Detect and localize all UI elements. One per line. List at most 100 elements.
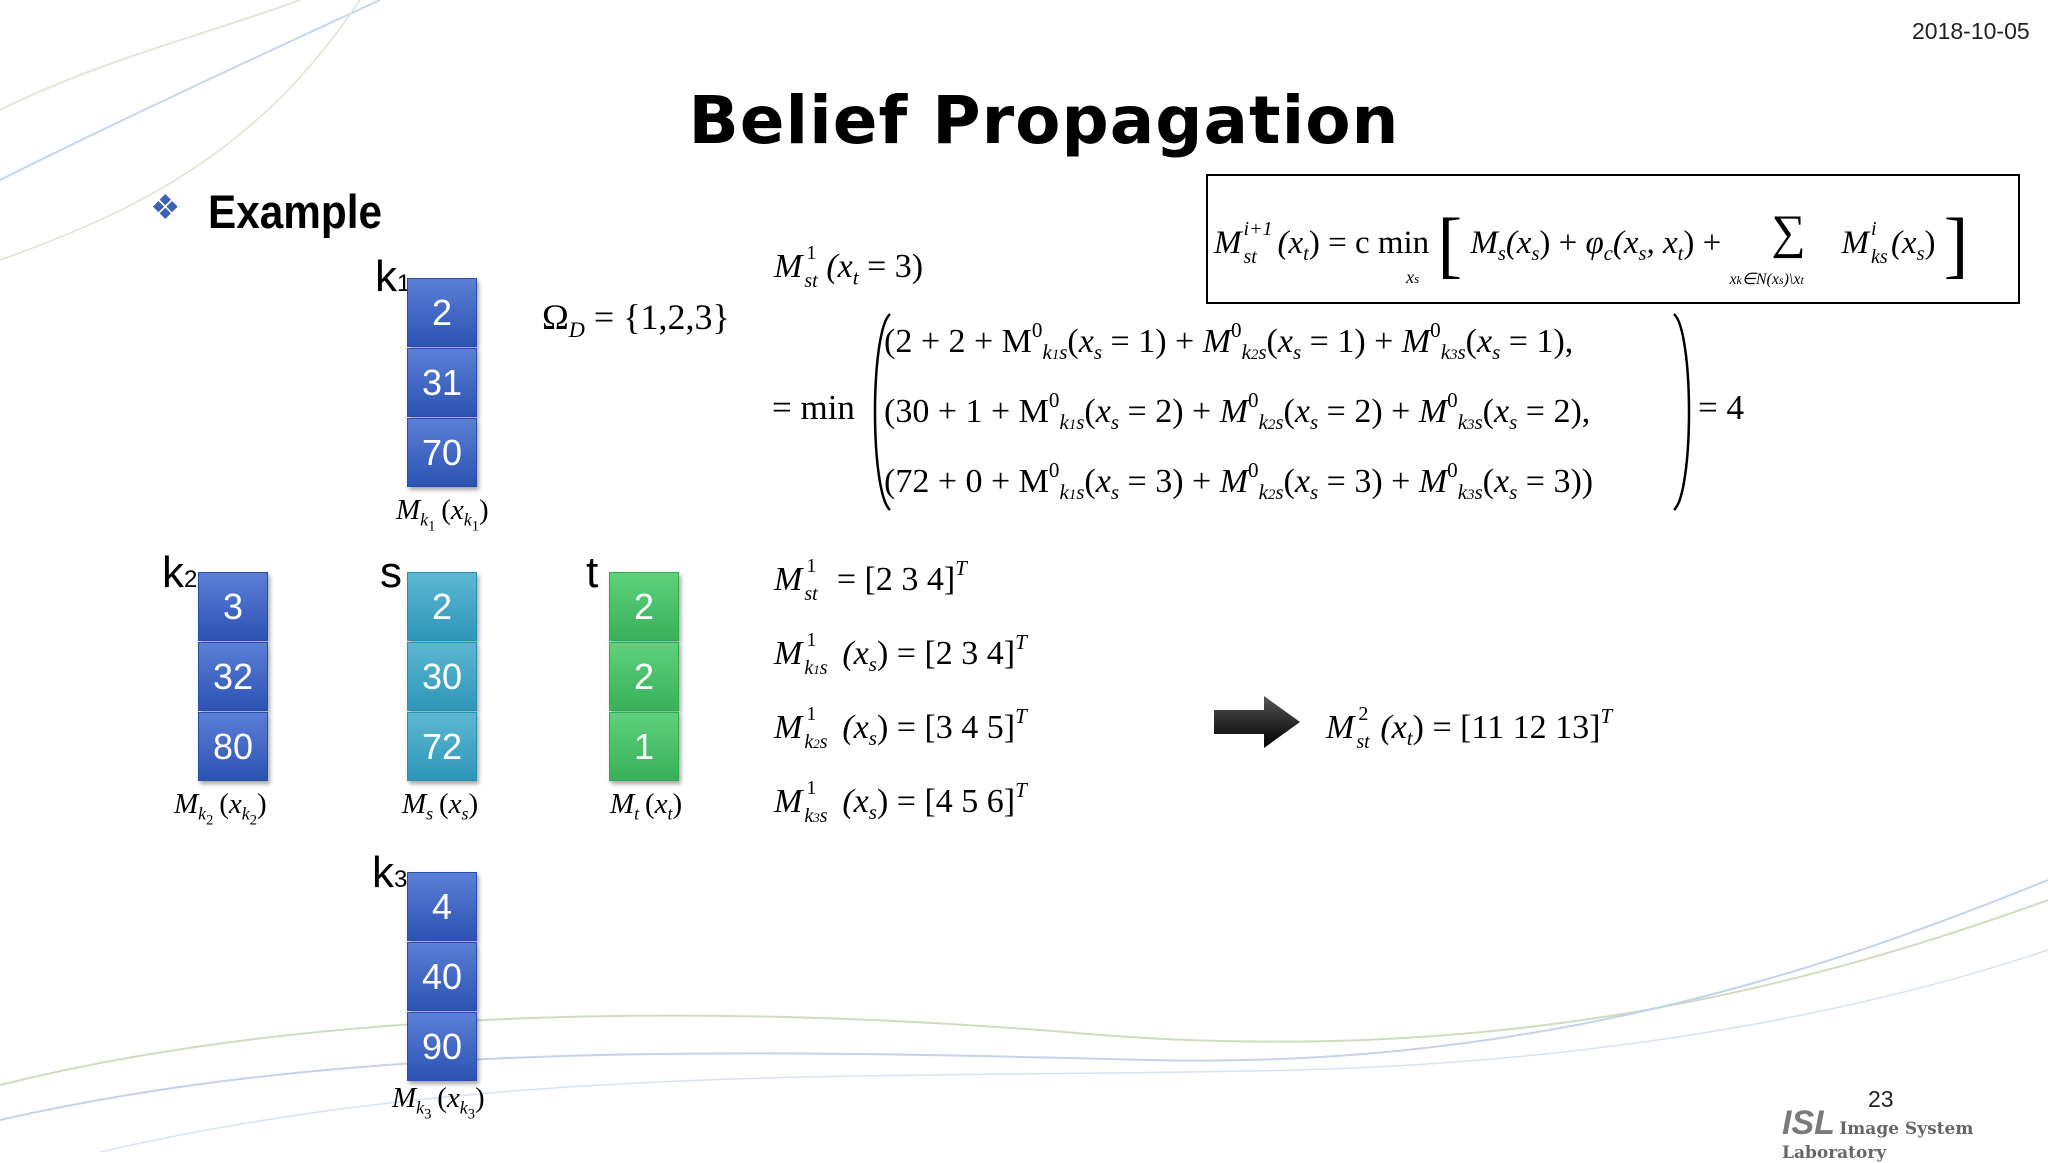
row-val: 2: [1155, 392, 1173, 430]
page-number: 23: [1868, 1086, 1894, 1112]
res-m: M: [1326, 708, 1355, 746]
calc-left-brace: [873, 313, 891, 511]
cell-s-1: 30: [407, 642, 477, 711]
row-head: (30 + 1 + M: [884, 392, 1049, 430]
calc-row-3: (72 + 0 + M0k1s(xs = 3) + M0k2s(xs = 3) …: [884, 458, 1594, 505]
node-label-t: t: [586, 548, 599, 597]
caption-sub: s: [426, 803, 434, 824]
msg-subsub: 2: [813, 735, 820, 751]
omega-symbol: Ω: [542, 297, 569, 337]
row-val: 3: [1155, 462, 1173, 500]
cell-t-2: 1: [609, 712, 679, 781]
msg-sub-k: k: [804, 730, 814, 753]
msg-vec: = [2 3 4]: [836, 560, 956, 598]
term2-arg-sub: s: [1638, 243, 1647, 266]
caption-sub: k: [198, 803, 207, 824]
msg-sub-s: s: [819, 730, 828, 753]
term1-close: ) +: [1539, 225, 1578, 261]
update-rule-box: [1206, 174, 2020, 304]
caption-arg-sub: k: [241, 803, 250, 824]
row-sup: 0: [1231, 318, 1242, 342]
row-head: (72 + 0 + M: [884, 462, 1049, 500]
domain-sub: D: [568, 316, 585, 342]
four-diamond-bullet-icon: ❖: [150, 189, 181, 227]
cell-s-0: 2: [407, 572, 477, 641]
row-val: 2: [1553, 392, 1571, 430]
caption-arg: x: [446, 1082, 460, 1114]
calc-arg-rest: = 3): [858, 248, 924, 285]
caption-arg-subsub: 3: [467, 1106, 475, 1123]
calc-eq-min: = min: [772, 388, 855, 427]
left-bracket: [: [1437, 204, 1463, 286]
node-letter: k: [375, 252, 397, 301]
msg-sub: k1s: [804, 657, 827, 680]
lab-logo: ISL Image System Laboratory: [1782, 1104, 2044, 1163]
caption-sub: t: [634, 803, 640, 824]
sum-range-t: t: [1800, 273, 1804, 287]
term3-sub: ks: [1870, 246, 1888, 268]
node-label-k3: k3: [372, 848, 407, 898]
term1-sub: s: [1497, 243, 1506, 266]
min-sub-s: s: [1414, 271, 1420, 286]
calc-sup: 1: [806, 242, 817, 264]
node-letter: k: [162, 548, 184, 597]
msg-sub-k: k: [804, 656, 814, 679]
node-label-k2: k2: [162, 548, 197, 598]
caption-arg: x: [450, 494, 464, 526]
caption-m: M: [402, 788, 427, 820]
row-sup: 0: [1447, 388, 1458, 412]
row-sup: 0: [1248, 458, 1259, 482]
term2-sub: c: [1603, 243, 1613, 266]
term2-arg-sub2: t: [1677, 243, 1684, 266]
caption-arg: x: [654, 788, 668, 820]
msg-arg: (x: [842, 634, 869, 672]
term1: M: [1470, 225, 1498, 261]
caption-k3: Mk3 (xk3): [392, 1082, 485, 1123]
sum-range-x: x: [1729, 271, 1737, 288]
res-arg-close: ): [1412, 708, 1424, 746]
cell-k3-0: 4: [407, 872, 477, 941]
cell-k3-1: 40: [407, 942, 477, 1011]
msg-m: M: [774, 634, 803, 672]
caption-sub: k: [416, 1097, 425, 1118]
msg-sup: 1: [806, 702, 817, 725]
msg-m: M: [774, 782, 803, 820]
caption-arg: x: [228, 788, 242, 820]
node-label-k1: k1: [375, 252, 410, 302]
cell-t-1: 2: [609, 642, 679, 711]
rule-lhs-arg-sub: t: [1303, 243, 1309, 266]
msg-sup: 1: [806, 776, 817, 799]
caption-subsub: 1: [428, 518, 436, 535]
row-head: (2 + 2 + M: [884, 322, 1032, 360]
sum-range: xk∈N(xs)\xt: [1729, 269, 1803, 289]
calc-row-2: (30 + 1 + M0k1s(xs = 2) + M0k2s(xs = 2) …: [884, 388, 1591, 435]
msg-transpose: T: [1015, 630, 1027, 654]
calc-result: = 4: [1698, 388, 1744, 427]
caption-arg: x: [448, 788, 462, 820]
caption-arg-subsub: 2: [249, 812, 257, 829]
row-val: 2: [1354, 392, 1372, 430]
msg-arg-sub: s: [868, 800, 877, 825]
calc-m: M: [774, 248, 803, 285]
caption-m: M: [392, 1082, 417, 1114]
calc-arg-sub: t: [852, 265, 859, 290]
cell-k3-2: 90: [407, 1012, 477, 1081]
domain-definition: ΩD = {1,2,3}: [542, 296, 730, 343]
msg-arg-close: ): [876, 708, 889, 746]
res-vec: = [11 12 13]: [1432, 708, 1601, 746]
rule-min-sub: xs: [1406, 267, 1419, 288]
min-sub-x: x: [1406, 267, 1415, 287]
msg-arg-sub: s: [868, 726, 877, 751]
caption-arg-sub: t: [667, 803, 673, 824]
cell-s-2: 72: [407, 712, 477, 781]
term2: φ: [1585, 225, 1604, 261]
calc-arg: (x: [826, 248, 853, 285]
cell-k2-1: 32: [198, 642, 268, 711]
calc-row-1: (2 + 2 + M0k1s(xs = 1) + M0k2s(xs = 1) +…: [884, 318, 1574, 365]
caption-arg-subsub: 1: [471, 518, 479, 535]
rule-lhs: M: [1214, 225, 1242, 261]
caption-arg-sub: k: [463, 509, 472, 530]
